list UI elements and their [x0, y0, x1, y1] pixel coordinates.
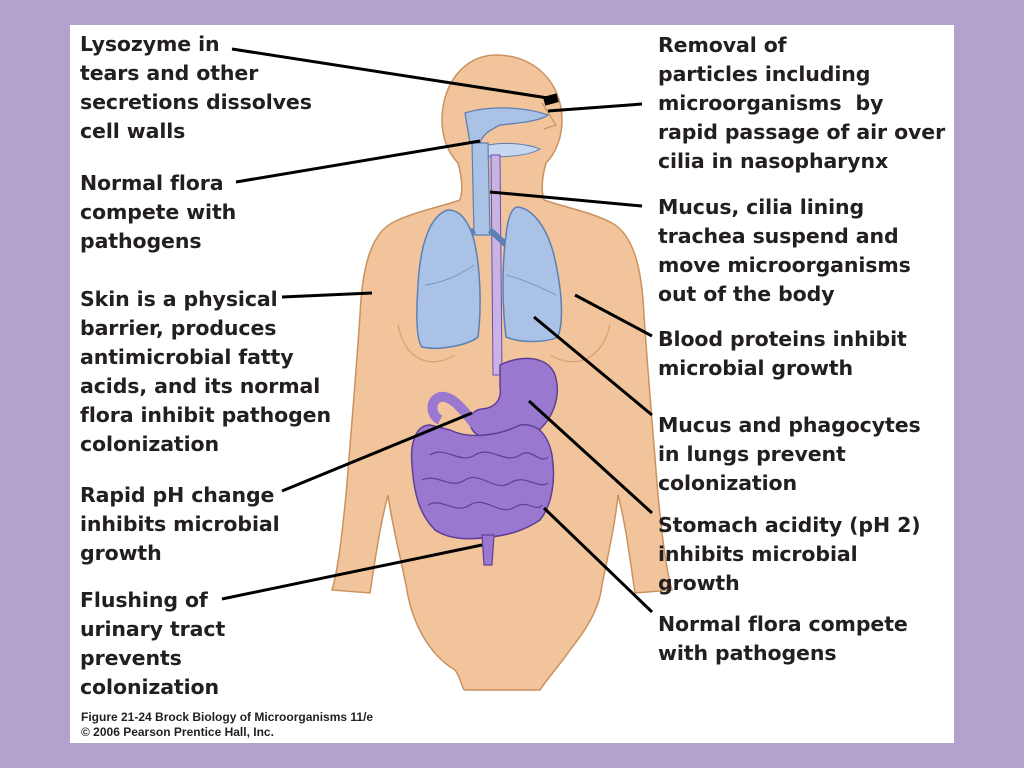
intestines — [410, 424, 555, 566]
leader-normal-flora-top — [235, 139, 481, 184]
label-normal-flora-top: Normal flora compete with pathogens — [80, 171, 237, 253]
label-urinary: Flushing of urinary tract prevents colon… — [80, 588, 226, 699]
label-stomach: Stomach acidity (pH 2) inhibits microbia… — [658, 513, 921, 595]
leader-lysozyme — [231, 47, 549, 100]
breast-left-outline — [397, 324, 456, 363]
airway — [449, 93, 559, 376]
oral-cavity — [479, 142, 542, 158]
leader-trachea — [489, 190, 643, 208]
label-lysozyme: Lysozyme in tears and other secretions d… — [80, 32, 312, 143]
trachea — [471, 142, 491, 236]
rectum — [481, 534, 495, 566]
leader-skin — [281, 291, 373, 299]
label-blood: Blood proteins inhibit microbial growth — [658, 327, 907, 380]
nasal-cavity — [464, 107, 550, 144]
leader-normal-flora-bottom — [542, 506, 654, 614]
leader-stomach — [527, 399, 654, 515]
slide-panel: Lysozyme in tears and other secretions d… — [70, 25, 954, 743]
nose-profile — [541, 102, 557, 130]
label-nasopharynx: Removal of particles including microorga… — [658, 33, 946, 173]
duodenum — [427, 391, 479, 429]
leader-ph-change — [281, 411, 473, 493]
label-skin: Skin is a physical barrier, produces ant… — [80, 287, 331, 456]
leader-nasopharynx — [547, 102, 643, 113]
intestine-coils — [421, 451, 549, 511]
label-lungs: Mucus and phagocytes in lungs prevent co… — [658, 413, 921, 495]
label-normal-flora-bottom: Normal flora compete with pathogens — [658, 612, 908, 665]
leader-blood — [574, 293, 653, 338]
lungs — [416, 206, 563, 349]
lung-fissure-left — [424, 264, 475, 286]
leader-lungs — [533, 315, 653, 417]
label-ph-change: Rapid pH change inhibits microbial growt… — [80, 483, 280, 565]
figure-caption: Figure 21-24 Brock Biology of Microorgan… — [81, 710, 374, 739]
leader-urinary — [221, 543, 483, 601]
body-diagram — [221, 47, 673, 691]
esophagus — [490, 154, 503, 376]
lung-right — [502, 206, 563, 343]
label-trachea: Mucus, cilia lining trachea suspend and … — [658, 195, 911, 306]
leader-lines — [221, 47, 654, 614]
lung-fissure-right — [505, 274, 557, 296]
